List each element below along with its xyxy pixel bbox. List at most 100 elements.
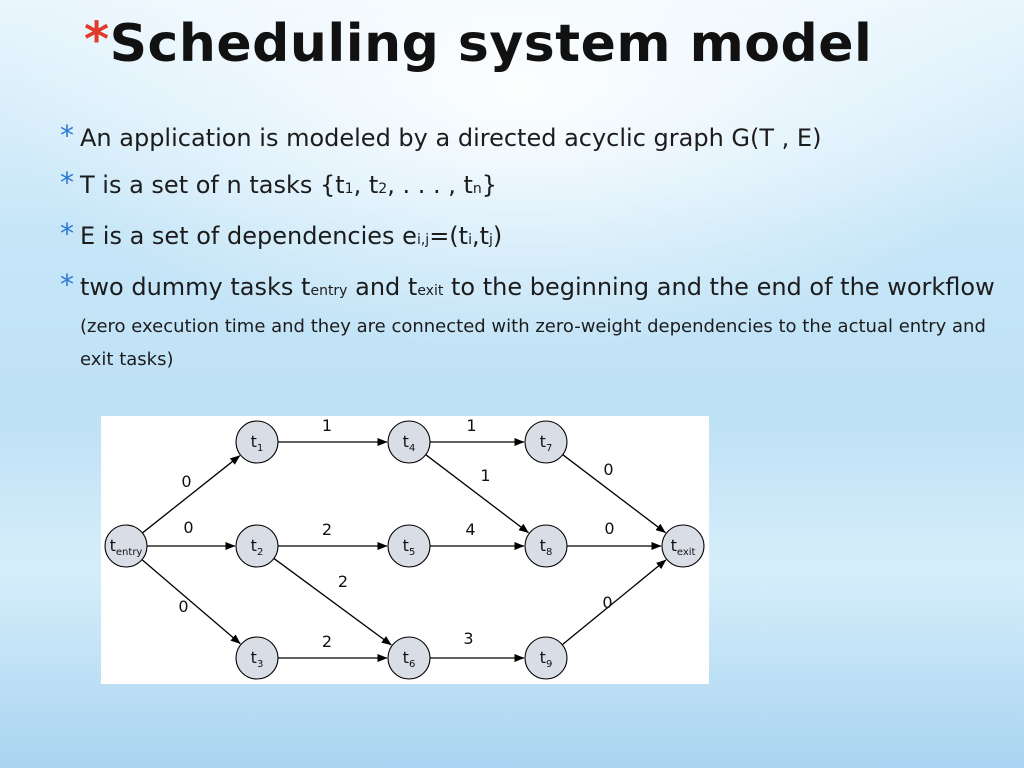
node-label-base: t xyxy=(251,648,257,667)
bullet-star-icon: * xyxy=(60,166,74,199)
slide-title-text: Scheduling system model xyxy=(109,14,873,74)
subscript-text: exit xyxy=(417,283,444,299)
bullet-text: E is a set of dependencies e xyxy=(80,222,417,250)
node-label: t9 xyxy=(540,648,553,670)
bullet-text: ) xyxy=(492,222,503,250)
dag-node-t9: t9 xyxy=(524,636,568,680)
edge-weight-label: 0 xyxy=(178,597,188,616)
dag-node-t6: t6 xyxy=(387,636,431,680)
bullet-text: , . . . , t xyxy=(387,171,473,199)
bullet-star-icon: * xyxy=(60,119,74,152)
bullet-text: =(t xyxy=(429,222,469,250)
bullet-text: and t xyxy=(347,273,418,301)
subscript-text: 1 xyxy=(344,181,354,197)
title-star-icon: * xyxy=(84,12,110,68)
edge-weight-label: 0 xyxy=(181,472,191,491)
node-circle xyxy=(104,524,148,568)
node-label-base: t xyxy=(540,536,546,555)
node-circle xyxy=(524,636,568,680)
subscript-text: j xyxy=(489,232,493,248)
dag-node-t3: t3 xyxy=(235,636,279,680)
node-label-base: t xyxy=(671,536,677,555)
node-label: t7 xyxy=(540,432,553,454)
edge-weight-label: 1 xyxy=(322,416,332,435)
edge-weight-label: 4 xyxy=(465,520,475,539)
bullet-item: *An application is modeled by a directed… xyxy=(60,119,1000,155)
edge-weight-label: 1 xyxy=(480,466,490,485)
subscript-text: entry xyxy=(310,283,348,299)
edge-arrow xyxy=(561,559,667,646)
bullet-text: to the beginning and the end of the work… xyxy=(443,273,995,301)
subscript-text: i,j xyxy=(416,232,430,248)
dag-node-t2: t2 xyxy=(235,524,279,568)
edge-weight-label: 0 xyxy=(602,593,612,612)
bullet-text: An application is modeled by a directed … xyxy=(80,124,822,152)
node-label-subscript: 8 xyxy=(546,547,552,558)
slide-title: *Scheduling system model xyxy=(84,12,873,74)
node-label-subscript: 2 xyxy=(257,547,263,558)
dag-edge-t2-t6 xyxy=(273,557,392,646)
bullet-note-text: (zero execution time and they are connec… xyxy=(80,316,986,370)
edge-weight-label: 2 xyxy=(338,572,348,591)
node-label: texit xyxy=(671,536,696,558)
node-label-base: t xyxy=(540,648,546,667)
node-label-base: t xyxy=(540,432,546,451)
node-circle xyxy=(661,524,705,568)
dag-node-t8: t8 xyxy=(524,524,568,568)
dag-node-t5: t5 xyxy=(387,524,431,568)
dag-node-t1: t1 xyxy=(235,420,279,464)
node-label: t8 xyxy=(540,536,553,558)
bullet-text: } xyxy=(481,171,498,199)
edge-arrow xyxy=(142,455,241,534)
bullet-item: *T is a set of n tasks {t1, t2, . . . , … xyxy=(60,166,1000,206)
bullet-text: T is a set of n tasks {t xyxy=(80,171,345,199)
edge-arrow xyxy=(562,454,666,534)
bullet-star-icon: * xyxy=(60,268,74,301)
node-circle xyxy=(235,420,279,464)
node-label-subscript: 5 xyxy=(409,547,415,558)
edge-weight-label: 3 xyxy=(463,629,473,648)
node-label-subscript: 9 xyxy=(546,659,552,670)
edge-weight-label: 2 xyxy=(322,520,332,539)
node-circle xyxy=(387,420,431,464)
node-label: t2 xyxy=(251,536,264,558)
edge-weight-label: 0 xyxy=(183,518,193,537)
dag-edge-entry-t3 xyxy=(141,559,241,645)
node-label: t1 xyxy=(251,432,264,454)
bullet-list: *An application is modeled by a directed… xyxy=(60,119,1000,388)
node-label-base: t xyxy=(403,432,409,451)
dag-node-entry: tentry xyxy=(104,524,148,568)
edge-weight-label: 0 xyxy=(603,460,613,479)
edge-arrow xyxy=(141,559,241,645)
bullet-text: two dummy tasks t xyxy=(80,273,311,301)
bullet-item: *E is a set of dependencies ei,j=(ti,tj) xyxy=(60,217,1000,257)
edge-weight-label: 0 xyxy=(604,519,614,538)
dag-edge-t7-exit xyxy=(562,454,666,534)
node-label: t5 xyxy=(403,536,416,558)
bullet-star-icon: * xyxy=(60,217,74,250)
node-label-base: t xyxy=(251,432,257,451)
bullet-item: *two dummy tasks tentry and texit to the… xyxy=(60,268,1000,374)
subscript-text: 2 xyxy=(378,181,388,197)
node-label: t3 xyxy=(251,648,264,670)
subscript-text: i xyxy=(468,232,472,248)
edge-weight-label: 2 xyxy=(322,632,332,651)
node-label-base: t xyxy=(251,536,257,555)
node-circle xyxy=(235,524,279,568)
node-label-subscript: 3 xyxy=(257,659,263,670)
node-label-subscript: entry xyxy=(116,547,143,558)
node-circle xyxy=(235,636,279,680)
node-label-subscript: 1 xyxy=(257,443,263,454)
bullet-text: , t xyxy=(353,171,379,199)
node-circle xyxy=(387,636,431,680)
dag-node-t4: t4 xyxy=(387,420,431,464)
node-label: t6 xyxy=(403,648,416,670)
dag-node-t7: t7 xyxy=(524,420,568,464)
node-label-base: t xyxy=(110,536,116,555)
dag-edge-t4-t8 xyxy=(425,454,529,534)
node-label: tentry xyxy=(110,536,143,558)
bullet-text: ,t xyxy=(471,222,490,250)
node-circle xyxy=(524,524,568,568)
